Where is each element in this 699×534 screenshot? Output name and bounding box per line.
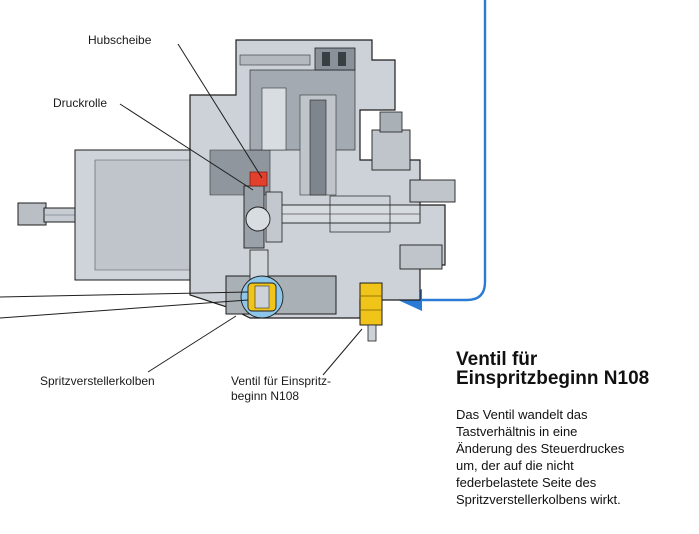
heading-line1: Ventil für (456, 349, 538, 370)
heading-line2: Einspritzbeginn N108 (456, 368, 650, 389)
label-ventil-line1: Ventil für Einspritz- (231, 374, 332, 388)
pump-housing (74, 39, 456, 342)
description-line: federbelastete Seite des (456, 475, 597, 490)
description-line: Das Ventil wandelt das (456, 407, 588, 422)
description-line: Änderung des Steuerdruckes (456, 441, 625, 456)
description-line: Tastverhältnis in eine (456, 424, 578, 439)
label-ventil-line2: beginn N108 (231, 389, 300, 403)
description-line: um, der auf die nicht (456, 458, 574, 473)
valve-n108 (359, 282, 383, 326)
leader-lines (0, 43, 363, 376)
label-ventil-n108: Ventil für Einspritz- beginn N108 (231, 374, 331, 404)
label-druckrolle: Druckrolle (53, 96, 108, 110)
section-heading: Ventil für Einspritzbeginn N108 (456, 350, 649, 388)
label-spritzverstellerkolben: Spritzverstellerkolben (40, 374, 155, 388)
description-text: Das Ventil wandelt das Tastverhältnis in… (456, 406, 696, 508)
label-hubscheibe: Hubscheibe (88, 33, 152, 47)
description-line: Spritzverstellerkolbens wirkt. (456, 492, 621, 507)
roller-highlight (249, 171, 268, 187)
